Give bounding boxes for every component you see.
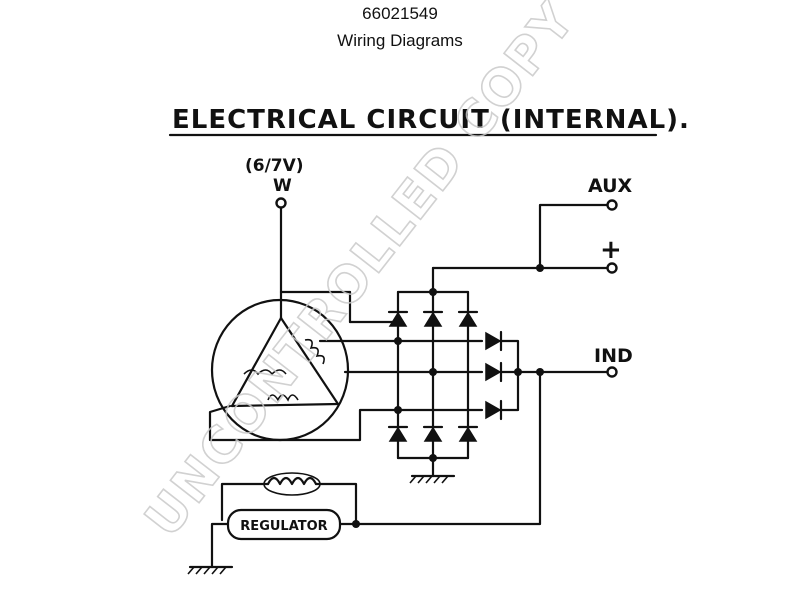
negative-diode	[422, 425, 444, 442]
negative-diode	[457, 425, 479, 442]
ind-terminal	[606, 366, 618, 378]
field-diode	[485, 330, 503, 352]
stator-winding-right	[304, 338, 325, 365]
rectifier-bridge	[387, 288, 612, 462]
regulator-label: REGULATOR	[240, 519, 327, 534]
aux-terminal-label: AUX	[588, 175, 633, 197]
w-voltage-label: (6/7V)	[245, 156, 304, 176]
plus-terminal	[606, 262, 618, 274]
field-coil	[220, 472, 358, 526]
w-terminal	[275, 197, 287, 209]
ind-to-regulator-wire	[354, 370, 542, 526]
ind-terminal-label: IND	[594, 345, 633, 367]
ground-symbol	[409, 456, 456, 484]
field-diode	[485, 361, 503, 383]
stator	[208, 290, 400, 442]
w-wire	[279, 204, 400, 324]
document-subtitle: Wiring Diagrams	[337, 31, 463, 50]
w-terminal-label: W	[273, 176, 292, 196]
regulator: REGULATOR	[210, 508, 360, 569]
positive-diode	[387, 310, 409, 327]
positive-diode	[422, 310, 444, 327]
watermark-text: UNCONTROLLED COPY	[134, 0, 587, 547]
stator-winding-bottom	[267, 394, 299, 402]
negative-diode	[387, 425, 409, 442]
regulator-ground-symbol	[187, 565, 234, 575]
circuit-title: ELECTRICAL CIRCUIT (INTERNAL).	[172, 105, 690, 135]
output-wiring	[431, 203, 612, 294]
plus-terminal-label: +	[600, 235, 622, 265]
positive-diode	[457, 310, 479, 327]
field-diode	[485, 399, 503, 421]
stator-winding-left	[243, 369, 287, 376]
aux-terminal	[606, 199, 618, 211]
document-code: 66021549	[362, 4, 438, 23]
